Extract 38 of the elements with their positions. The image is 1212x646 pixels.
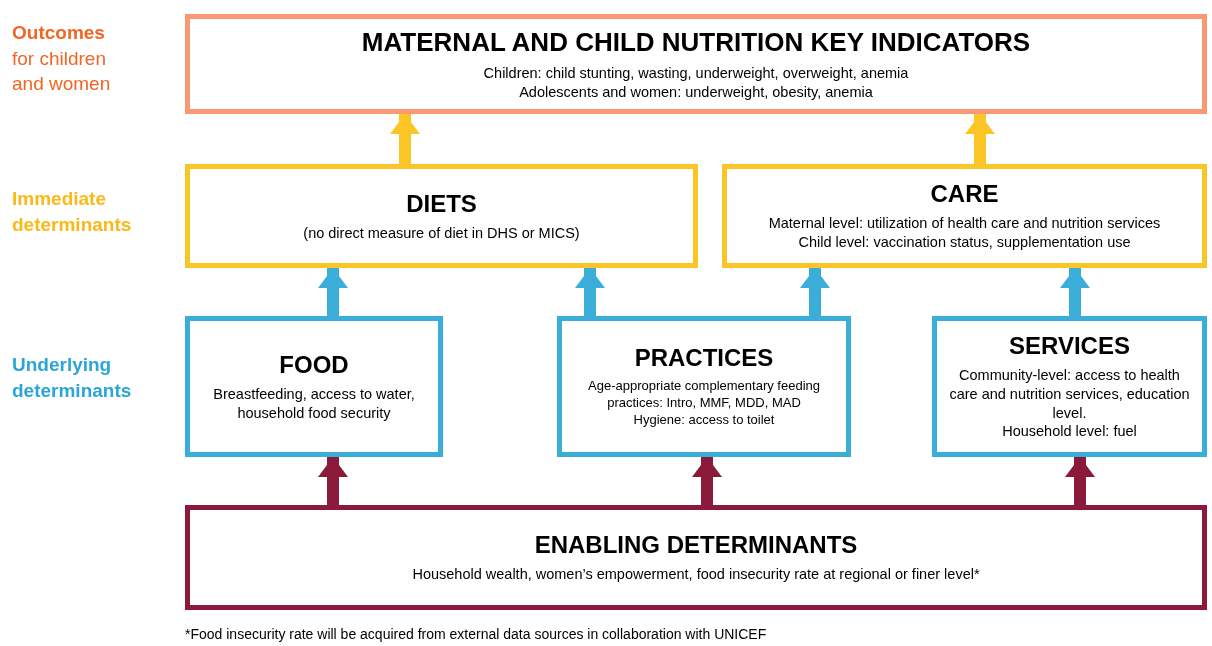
box-heading: PRACTICES bbox=[634, 344, 774, 373]
box-heading: ENABLING DETERMINANTS bbox=[534, 531, 858, 560]
arrow bbox=[1060, 268, 1090, 316]
arrow bbox=[692, 457, 722, 505]
arrow bbox=[390, 114, 420, 164]
box-description: Child level: vaccination status, supplementation use bbox=[798, 233, 1131, 252]
box-description: Household level: fuel bbox=[1002, 422, 1137, 442]
outcome-box bbox=[185, 14, 1207, 114]
determinant-box bbox=[185, 164, 698, 268]
tier-label: Outcomes for children and women bbox=[12, 21, 112, 97]
box-description: Children: child stunting, wasting, underweight, overweight, anemia bbox=[483, 63, 909, 83]
box-description: Maternal level: utilization of health care and nutrition services bbox=[768, 214, 1161, 233]
arrow bbox=[1065, 457, 1095, 505]
box-heading: CARE bbox=[930, 180, 999, 209]
determinant-box bbox=[557, 316, 851, 457]
arrow bbox=[800, 268, 830, 316]
arrow bbox=[318, 457, 348, 505]
box-description: Adolescents and women: underweight, obesity, anemia bbox=[519, 82, 873, 102]
box-heading: SERVICES bbox=[1009, 331, 1130, 360]
box-description: Household wealth, women’s empowerment, food insecurity rate at regional or finer level* bbox=[412, 565, 980, 584]
box-description: (no direct measure of diet in DHS or MICS) bbox=[303, 223, 580, 243]
tier-label: Underlying determinants bbox=[12, 353, 133, 403]
tier-label: Immediate determinants bbox=[12, 187, 133, 237]
box-description: Age-appropriate complementary feeding practices: Intro, MMF, MDD, MAD bbox=[587, 378, 821, 412]
box-description: Hygiene: access to toilet bbox=[633, 411, 775, 429]
footnote: *Food insecurity rate will be acquired from external data sources in collaboration with UNICEF bbox=[185, 626, 767, 642]
arrow bbox=[318, 268, 348, 316]
arrow bbox=[965, 114, 995, 164]
box-heading: MATERNAL AND CHILD NUTRITION KEY INDICATORS bbox=[361, 26, 1031, 58]
box-description: Breastfeeding, access to water, household food security bbox=[212, 384, 416, 423]
arrow bbox=[575, 268, 605, 316]
determinant-box bbox=[185, 316, 443, 457]
determinant-box bbox=[932, 316, 1207, 457]
box-heading: DIETS bbox=[406, 189, 477, 218]
enabling-box bbox=[185, 505, 1207, 610]
box-description: Community-level: access to health care and nutrition services, education level. bbox=[948, 365, 1191, 423]
determinant-box bbox=[722, 164, 1207, 268]
box-heading: FOOD bbox=[279, 350, 349, 379]
